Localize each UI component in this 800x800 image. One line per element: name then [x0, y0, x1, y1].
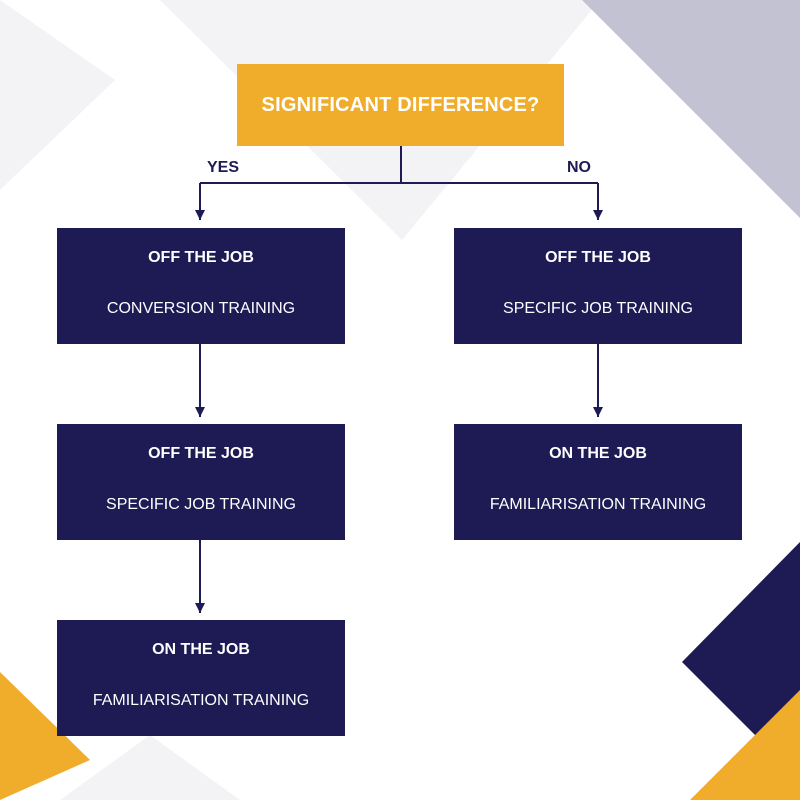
decision-box: SIGNIFICANT DIFFERENCE?: [237, 64, 564, 146]
yes-node-1: OFF THE JOB CONVERSION TRAINING: [57, 228, 345, 344]
node-head: OFF THE JOB: [148, 249, 254, 266]
node-sub: FAMILIARISATION TRAINING: [489, 496, 707, 513]
orange-triangle-bottom-left: [0, 672, 90, 800]
decision-label: SIGNIFICANT DIFFERENCE?: [261, 93, 540, 116]
node-head: ON THE JOB: [152, 641, 250, 658]
no-node-2: ON THE JOB FAMILIARISATION TRAINING: [454, 424, 742, 540]
node-sub: SPECIFIC JOB TRAINING: [503, 300, 693, 317]
orange-triangle-bottom-right: [690, 690, 800, 800]
node-head: OFF THE JOB: [545, 249, 651, 266]
node-head: ON THE JOB: [549, 445, 647, 462]
no-node-1: OFF THE JOB SPECIFIC JOB TRAINING: [454, 228, 742, 344]
gray-triangle-top-right: [582, 0, 800, 218]
light-triangle-left: [0, 0, 115, 190]
node-head: OFF THE JOB: [148, 445, 254, 462]
node-sub: CONVERSION TRAINING: [106, 300, 296, 317]
yes-node-2: OFF THE JOB SPECIFIC JOB TRAINING: [57, 424, 345, 540]
no-branch-label: NO: [567, 159, 591, 176]
node-sub: FAMILIARISATION TRAINING: [92, 692, 310, 709]
yes-node-3: ON THE JOB FAMILIARISATION TRAINING: [57, 620, 345, 736]
node-sub: SPECIFIC JOB TRAINING: [106, 496, 296, 513]
yes-branch-label: YES: [207, 159, 240, 176]
light-triangle-bottom: [60, 735, 240, 800]
